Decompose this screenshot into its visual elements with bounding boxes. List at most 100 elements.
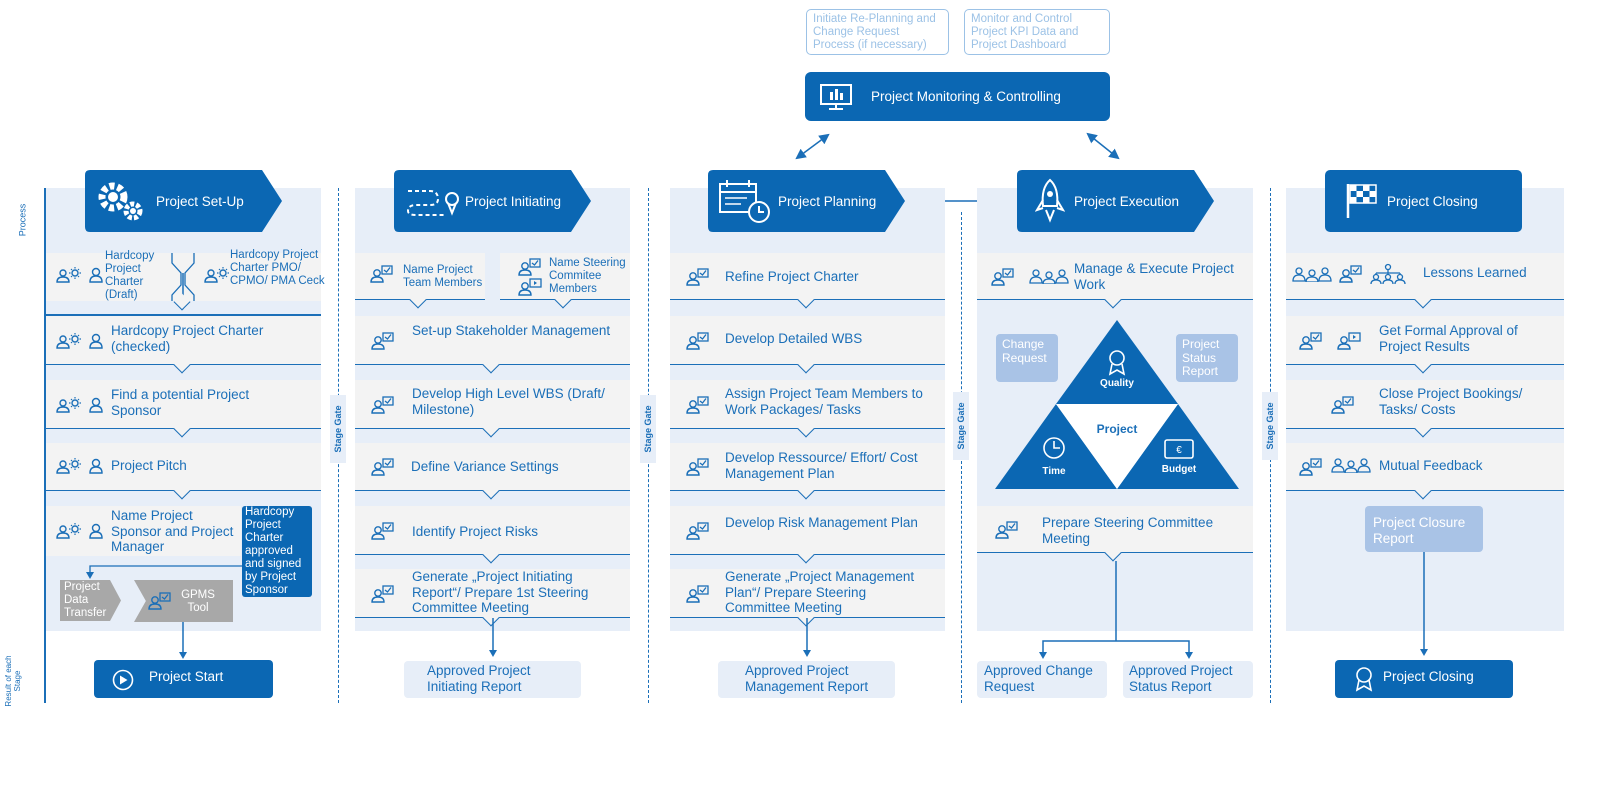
- planning-row-3: Assign Project Team Members to Work Pack…: [670, 380, 945, 429]
- person-check-icon: [686, 332, 710, 350]
- initiating-row-5-text: Identify Project Risks: [412, 524, 539, 539]
- person-check-icon: [371, 458, 395, 476]
- change-request-text: Change Request: [1002, 337, 1047, 365]
- planning-row-1-text: Refine Project Charter: [725, 269, 859, 284]
- planning-result[interactable]: Approved Project Management Report: [718, 661, 895, 698]
- gpms-tool-text: GPMS Tool: [181, 589, 215, 614]
- person-check-icon: [371, 585, 395, 603]
- initiating-result-arrow: [489, 618, 497, 657]
- initiating-title: Project Initiating: [465, 194, 562, 209]
- status-report-text: Project Status Report: [1182, 337, 1220, 378]
- replanning-note: Initiate Re-Planning and Change Request …: [806, 9, 949, 55]
- project-closing-result[interactable]: Project Closing: [1335, 660, 1513, 698]
- closing-row-2-text: Get Formal Approval of Project Results: [1379, 323, 1518, 354]
- steering-members-text: Name Steering Commitee Members: [549, 257, 626, 295]
- data-transfer-box: Project Data Transfer: [60, 580, 121, 621]
- planning-row-2: Develop Detailed WBS: [670, 316, 945, 365]
- execution-title: Project Execution: [1074, 194, 1180, 209]
- execution-header[interactable]: Project Execution: [1017, 170, 1207, 232]
- closing-header[interactable]: Project Closing: [1325, 170, 1522, 232]
- execution-result-arrows: [1039, 561, 1193, 659]
- charter-draft-text: Hardcopy Project Charter (Draft): [105, 250, 155, 301]
- project-triangle: €: [995, 320, 1239, 489]
- execution-row-1-text: Manage & Execute Project Work: [1074, 261, 1234, 292]
- setup-row-4-text: Project Pitch: [111, 458, 187, 473]
- hierarchy-icon: [1370, 263, 1406, 285]
- person-check-icon: [995, 521, 1019, 539]
- planning-row-6-text: Generate „Project Management Plan“/ Prep…: [725, 569, 915, 615]
- rocket-icon: [1035, 178, 1065, 223]
- calendar-clock-icon: [719, 180, 770, 223]
- closing-row-4-text: Mutual Feedback: [1379, 458, 1483, 473]
- setup-row-5: Name Project Sponsor and Project Manager: [46, 506, 241, 556]
- initiating-row-4-text: Define Variance Settings: [411, 459, 559, 474]
- person-check-icon: [371, 332, 395, 350]
- person-check-icon: [370, 265, 394, 283]
- project-start-text: Project Start: [149, 669, 224, 684]
- person-check-icon: [1339, 265, 1363, 283]
- stage-gate-1: Stage Gate: [330, 395, 346, 463]
- charter-check-text: Hardcopy Project Charter PMO/ CPMO/ PMA …: [230, 249, 325, 287]
- initiating-header[interactable]: Project Initiating: [394, 170, 584, 232]
- team-members-text: Name Project Team Members: [403, 264, 483, 289]
- approved-charter-text: Hardcopy Project Charter approved and si…: [245, 506, 302, 596]
- initiating-row-5: Identify Project Risks: [355, 506, 630, 555]
- planning-header[interactable]: Project Planning: [708, 170, 898, 232]
- change-request-result[interactable]: Approved Change Request: [977, 661, 1107, 698]
- stage-gate-4: Stage Gate: [1262, 392, 1278, 460]
- person-screen-icon: [1337, 332, 1361, 350]
- person-check-icon: [1299, 458, 1323, 476]
- closure-report-text: Project Closure Report: [1373, 515, 1466, 546]
- setup-row-2: Hardcopy Project Charter (checked): [46, 316, 321, 365]
- setup-header[interactable]: Project Set-Up: [85, 170, 275, 232]
- initiating-result[interactable]: Approved Project Initiating Report: [404, 661, 581, 698]
- person-check-icon: [371, 522, 395, 540]
- team-icon: [1029, 268, 1069, 284]
- approved-charter-box: Hardcopy Project Charter approved and si…: [242, 506, 312, 597]
- setup-flow-arrows: [86, 565, 242, 659]
- person-check-icon: [686, 522, 710, 540]
- planning-row-5-text: Develop Risk Management Plan: [725, 515, 918, 530]
- initiating-row-3-text: Develop High Level WBS (Draft/ Milestone…: [412, 386, 605, 417]
- svg-text:€: €: [1176, 445, 1182, 456]
- gears-icon: [98, 182, 143, 221]
- closing-result-arrow: [1420, 552, 1428, 656]
- execution-row-steering: Prepare Steering Committee Meeting: [977, 506, 1253, 553]
- stage-gate-2: Stage Gate: [640, 395, 656, 463]
- initiating-row-3: Develop High Level WBS (Draft/ Milestone…: [355, 380, 630, 429]
- project-closing-text: Project Closing: [1383, 669, 1474, 684]
- monitoring-header[interactable]: Project Monitoring & Controlling: [805, 72, 1110, 121]
- closing-row-1: Lessons Learned: [1286, 253, 1564, 300]
- play-circle-icon: [112, 669, 134, 691]
- person-check-icon: [371, 396, 395, 414]
- closing-row-3-text: Close Project Bookings/ Tasks/ Costs: [1379, 386, 1523, 417]
- initiating-row-1b: Name Steering Commitee Members: [500, 253, 630, 300]
- initiating-row-2: Set-up Stakeholder Management: [355, 316, 630, 365]
- person-check-icon: [1299, 332, 1323, 350]
- data-transfer-text: Project Data Transfer: [64, 581, 107, 619]
- planning-result-arrow: [803, 618, 811, 657]
- planning-title: Project Planning: [778, 194, 877, 209]
- initiating-row-4: Define Variance Settings: [355, 443, 630, 491]
- stage-gate-3: Stage Gate: [953, 392, 969, 460]
- closing-title: Project Closing: [1387, 194, 1478, 209]
- execution-row-1: Manage & Execute Project Work: [977, 253, 1253, 300]
- setup-row-2-text: Hardcopy Project Charter (checked): [111, 323, 264, 354]
- side-axis-line: [44, 188, 46, 703]
- planning-result-text: Approved Project Management Report: [745, 663, 869, 694]
- setup-row-5-text: Name Project Sponsor and Project Manager: [111, 508, 234, 554]
- planning-row-5: Develop Risk Management Plan: [670, 506, 945, 555]
- project-center-label: Project: [1096, 422, 1138, 436]
- planning-row-2-text: Develop Detailed WBS: [725, 331, 863, 346]
- status-report-result[interactable]: Approved Project Status Report: [1123, 661, 1253, 698]
- person-check-icon: [686, 585, 710, 603]
- planning-row-4: Develop Ressource/ Effort/ Cost Manageme…: [670, 443, 945, 491]
- closing-row-2: Get Formal Approval of Project Results: [1286, 316, 1564, 365]
- team-icon: [1331, 457, 1371, 473]
- setup-row-4: Project Pitch: [46, 443, 321, 491]
- project-start-result[interactable]: Project Start: [94, 660, 273, 698]
- change-request-box: Change Request: [996, 334, 1058, 382]
- initiating-row-1a: Name Project Team Members: [355, 253, 485, 300]
- setup-row-3: Find a potential Project Sponsor: [46, 380, 321, 429]
- closure-report-box: Project Closure Report: [1365, 506, 1483, 552]
